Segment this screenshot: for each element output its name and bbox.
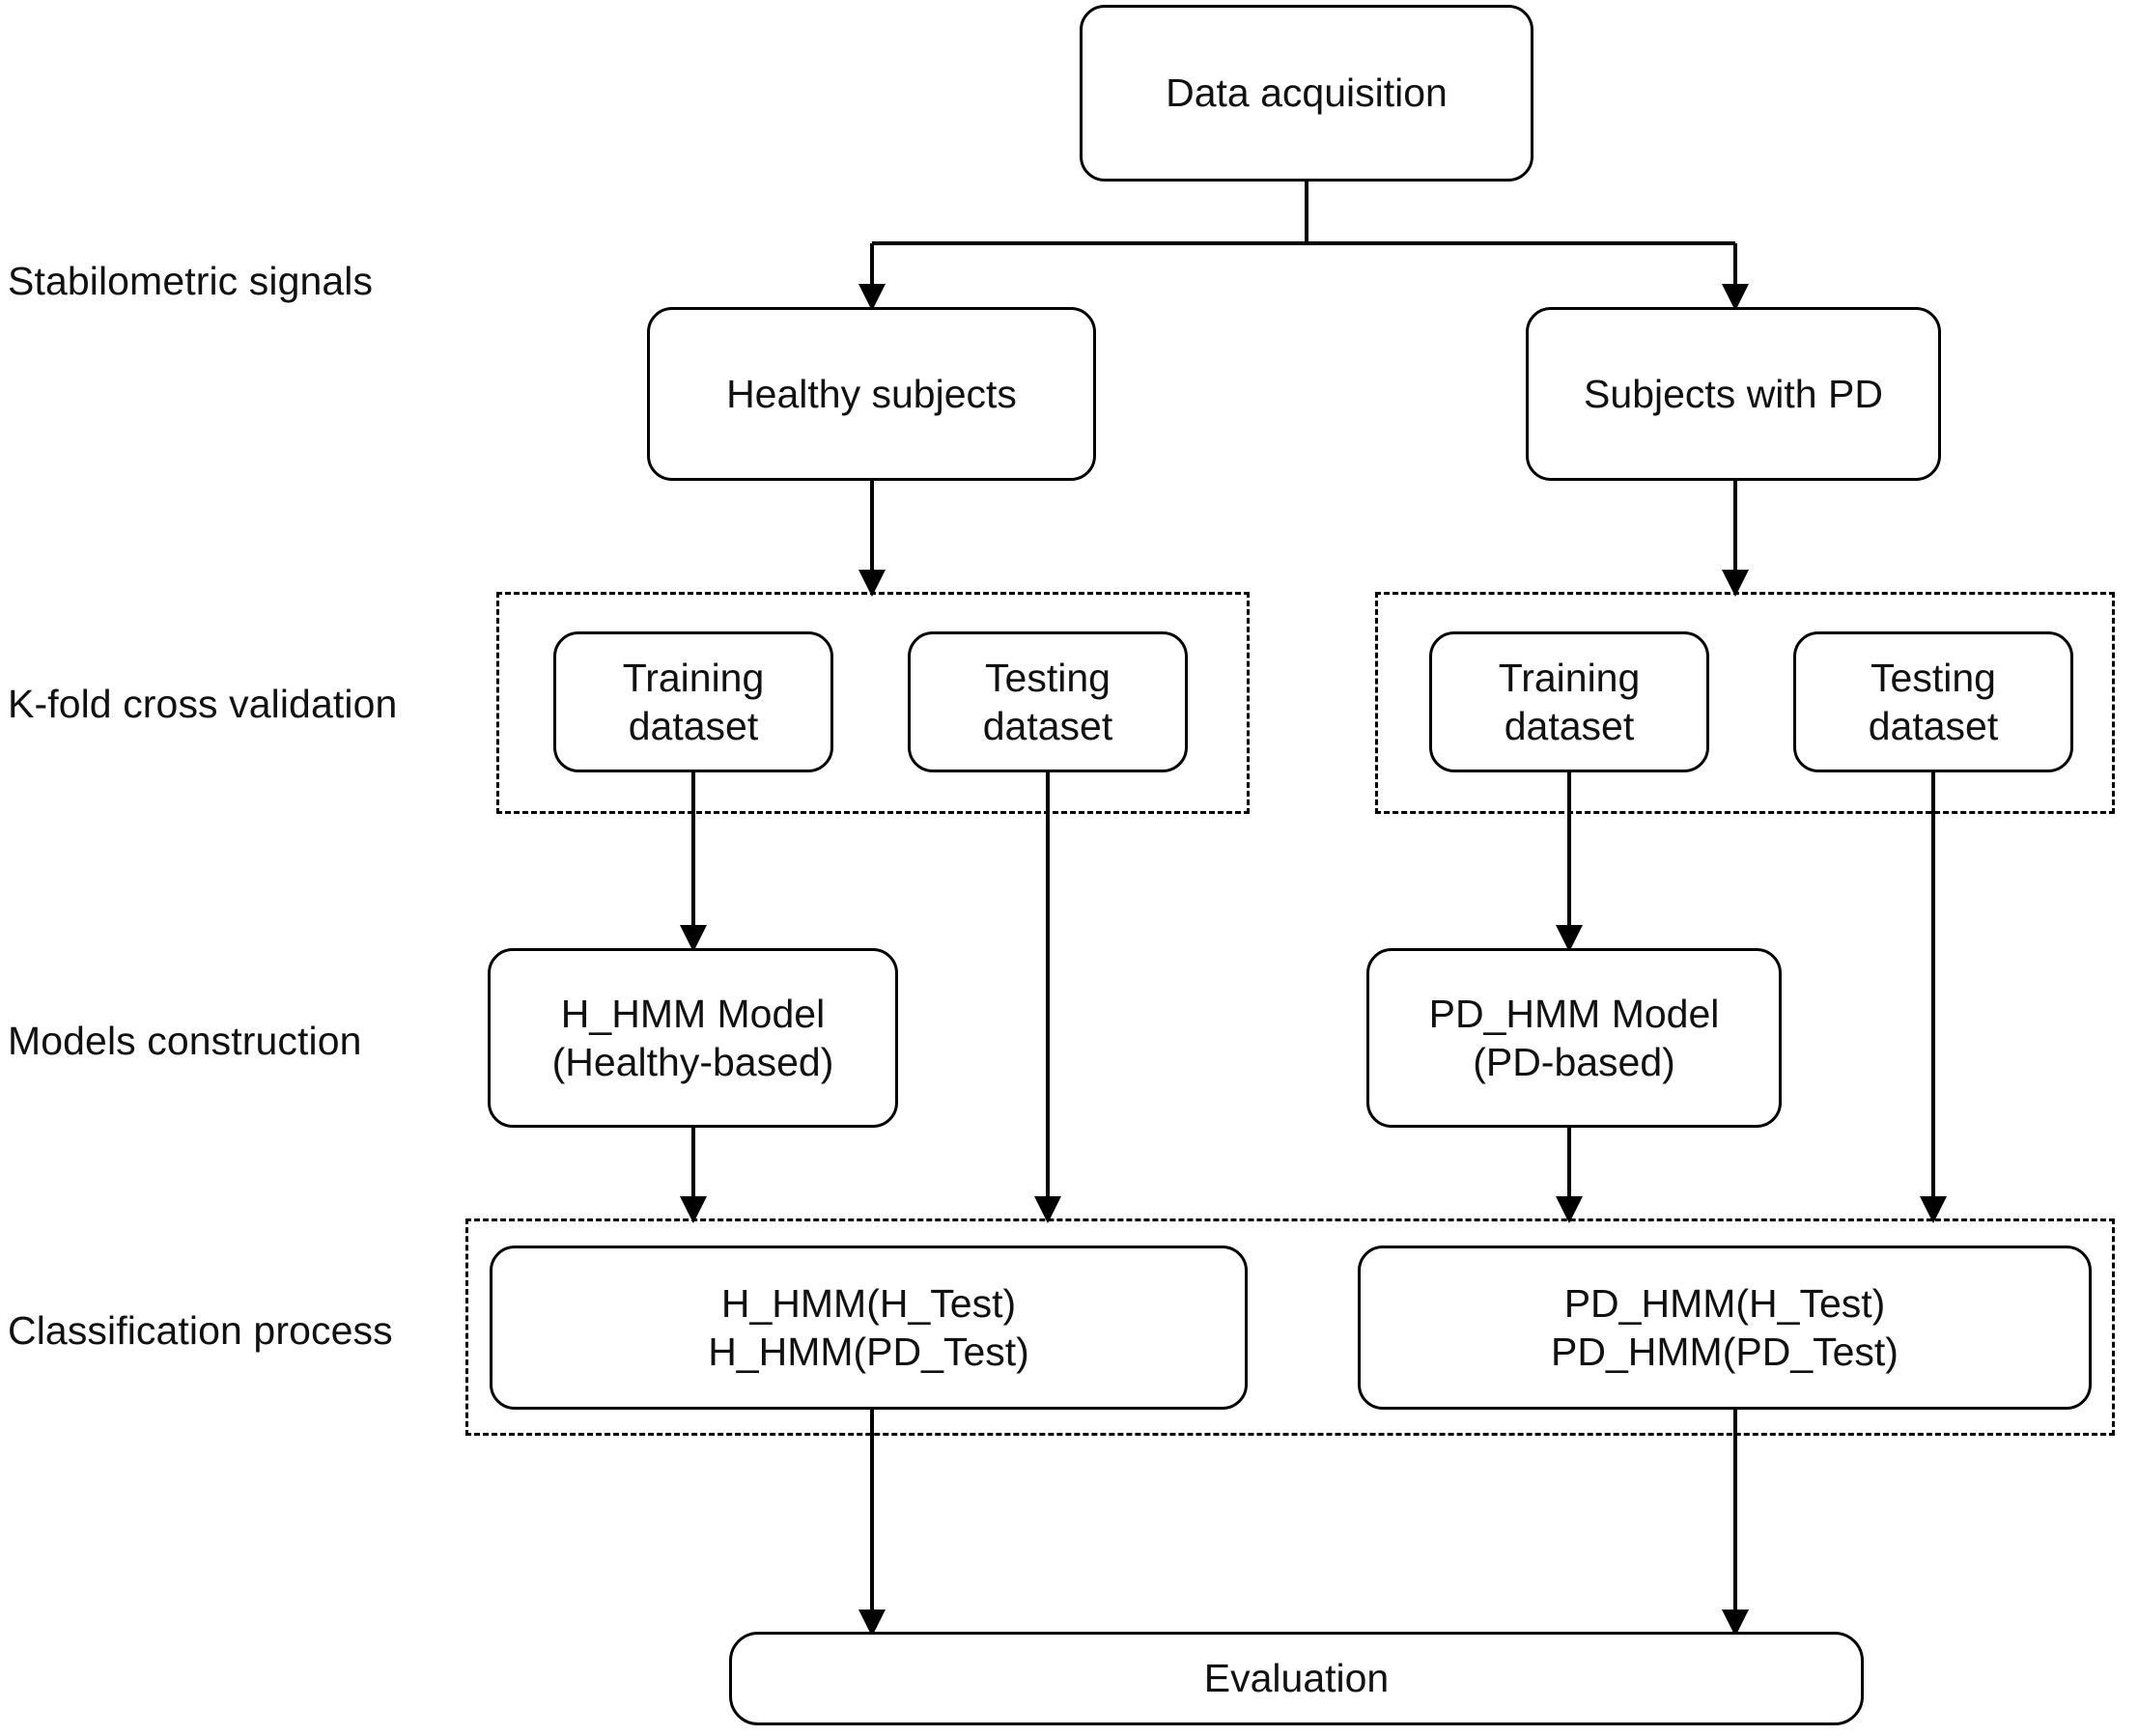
- node-pd-classification-results-line1: PD_HMM(H_Test): [1563, 1280, 1886, 1326]
- node-pd-testing-dataset-line2: dataset: [1868, 704, 1999, 748]
- node-data-acquisition-label: Data acquisition: [1166, 70, 1448, 116]
- node-h-classification-results-line1: H_HMM(H_Test): [720, 1280, 1017, 1326]
- node-pd-training-dataset-line1: Training: [1498, 655, 1641, 700]
- node-h-classification-results-line2: H_HMM(PD_Test): [708, 1330, 1029, 1374]
- node-pd-training-dataset[interactable]: Training dataset: [1429, 631, 1709, 772]
- node-pd-training-dataset-line2: dataset: [1504, 704, 1635, 748]
- node-data-acquisition[interactable]: Data acquisition: [1080, 5, 1533, 182]
- node-healthy-training-dataset[interactable]: Training dataset: [553, 631, 833, 772]
- node-healthy-testing-dataset-line1: Testing: [985, 655, 1111, 700]
- group-classification: [465, 1218, 2115, 1436]
- node-subjects-with-pd-label: Subjects with PD: [1584, 371, 1883, 416]
- node-healthy-testing-dataset[interactable]: Testing dataset: [908, 631, 1188, 772]
- node-healthy-subjects-label: Healthy subjects: [726, 371, 1017, 416]
- stage-label-classification-process: Classification process: [8, 1308, 393, 1353]
- node-healthy-training-dataset-line2: dataset: [628, 704, 759, 748]
- stage-label-k-fold-cross-validation: K-fold cross validation: [8, 682, 398, 726]
- node-healthy-testing-dataset-line2: dataset: [982, 704, 1113, 748]
- stage-label-models-construction: Models construction: [8, 1019, 362, 1063]
- node-h-hmm-model-line2: (Healthy-based): [551, 1040, 834, 1084]
- node-pd-classification-results[interactable]: PD_HMM(H_Test) PD_HMM(PD_Test): [1358, 1246, 2092, 1410]
- node-evaluation-label: Evaluation: [1203, 1656, 1390, 1701]
- node-pd-hmm-model[interactable]: PD_HMM Model (PD-based): [1366, 948, 1782, 1128]
- node-healthy-subjects[interactable]: Healthy subjects: [647, 307, 1096, 481]
- node-pd-classification-results-line2: PD_HMM(PD_Test): [1551, 1330, 1899, 1374]
- group-pd-kfold: [1375, 592, 2115, 814]
- node-h-hmm-model[interactable]: H_HMM Model (Healthy-based): [488, 948, 898, 1128]
- node-pd-testing-dataset[interactable]: Testing dataset: [1793, 631, 2073, 772]
- stage-label-stabilometric-signals: Stabilometric signals: [8, 259, 374, 303]
- node-subjects-with-pd[interactable]: Subjects with PD: [1526, 307, 1941, 481]
- node-h-classification-results[interactable]: H_HMM(H_Test) H_HMM(PD_Test): [490, 1246, 1248, 1410]
- node-h-hmm-model-line1: H_HMM Model: [560, 991, 826, 1036]
- node-healthy-training-dataset-line1: Training: [622, 655, 765, 700]
- group-healthy-kfold: [496, 592, 1250, 814]
- node-pd-hmm-model-line1: PD_HMM Model: [1428, 991, 1720, 1036]
- node-evaluation[interactable]: Evaluation: [729, 1632, 1864, 1725]
- node-pd-testing-dataset-line1: Testing: [1871, 655, 1996, 700]
- node-pd-hmm-model-line2: (PD-based): [1473, 1040, 1675, 1084]
